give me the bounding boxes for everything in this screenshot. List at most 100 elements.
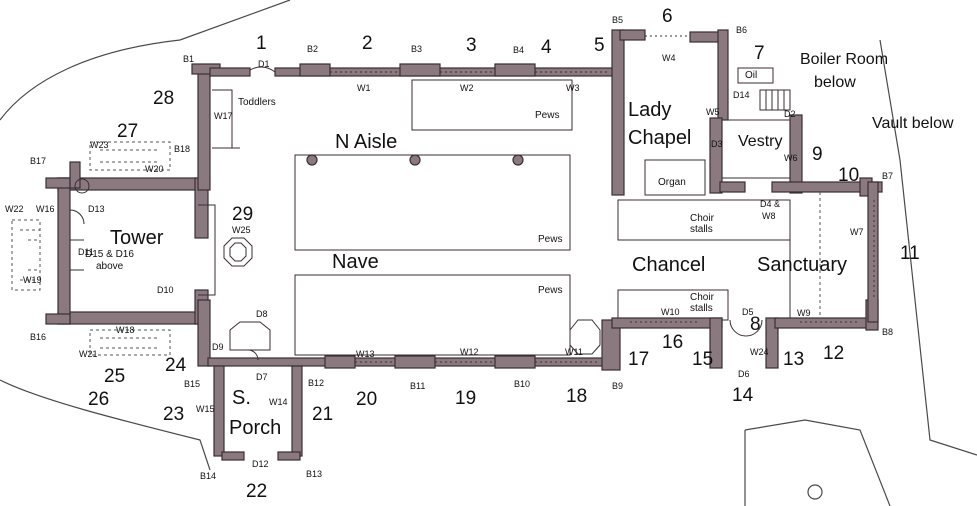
buttress-label: B12 (308, 378, 325, 388)
choir-label-south-2: stalls (690, 303, 713, 314)
manhole-circle (807, 484, 823, 500)
door-label: D8 (256, 309, 268, 319)
buttress-label: B15 (184, 379, 201, 389)
zone-number: 1 (256, 33, 267, 54)
toddlers-label: Toddlers (238, 97, 276, 108)
porch-inner-door (229, 321, 271, 361)
window-label: W6 (784, 153, 798, 163)
zone-number: 6 (662, 6, 673, 27)
buttress-label: B13 (306, 469, 323, 479)
vault-below-label: Vault below (872, 115, 954, 132)
buttress-label: B17 (30, 156, 47, 166)
room-chapel-label: Chapel (628, 127, 692, 149)
porch-walls (213, 365, 303, 461)
zone-number: 11 (900, 243, 920, 264)
window-label: W5 (706, 107, 720, 117)
door-label: D3 (711, 139, 723, 149)
door-label: D9 (212, 342, 224, 352)
window-label: W1 (357, 83, 371, 93)
window-label: W20 (145, 164, 164, 174)
room-tower-label: Tower (110, 227, 164, 249)
window-label: W22 (5, 204, 24, 214)
zone-number: 18 (566, 386, 588, 407)
window-label: W2 (460, 83, 474, 93)
door-d5-swing (729, 319, 763, 337)
window-label: W13 (356, 349, 375, 359)
d4-label-1: D4 & (760, 199, 781, 209)
buttress-label: B7 (882, 171, 894, 181)
pew-block-aisle (294, 154, 571, 251)
window-label: W18 (116, 325, 135, 335)
room-lady-label: Lady (628, 99, 672, 121)
north-wall (191, 63, 616, 191)
window-label: W9 (797, 308, 811, 318)
window-label: W4 (662, 53, 676, 63)
window-label: W11 (565, 347, 583, 357)
door-label: D5 (742, 307, 754, 317)
tower-arch-screen (198, 204, 216, 296)
zone-number: 19 (455, 388, 477, 409)
zone-number: 7 (754, 43, 765, 64)
road-outline (744, 419, 891, 506)
south-wall (197, 299, 621, 371)
room-vestry-label: Vestry (738, 133, 783, 150)
oil-tank (737, 67, 774, 84)
zone-number: 24 (165, 355, 187, 376)
zone-number: 21 (312, 404, 334, 425)
zone-number: 2 (362, 33, 373, 54)
boiler-below-label: below (814, 74, 856, 91)
room-porch-s-label: S. (232, 387, 251, 409)
buttress-label: B4 (513, 45, 525, 55)
window-label: W15 (196, 404, 215, 414)
pillar-1 (306, 154, 318, 166)
pew-block-north (411, 79, 573, 131)
window-label: W7 (850, 227, 864, 237)
choir-label-north-1: Choir (690, 213, 714, 224)
buttress-label: B11 (410, 381, 426, 391)
boiler-stairs (759, 89, 791, 111)
pew-block-nave (294, 274, 571, 356)
zone-number: 13 (783, 349, 805, 370)
window-label: W21 (79, 349, 98, 359)
zone-number: 28 (153, 88, 175, 109)
zone-number: 23 (163, 404, 185, 425)
organ-label: Organ (658, 177, 686, 188)
door-d1-swing (249, 66, 276, 73)
zone-number: 12 (823, 343, 845, 364)
door-label: D11 (78, 247, 94, 257)
window-label: W17 (214, 111, 233, 121)
door-label: D7 (256, 372, 268, 382)
tower-north-vents (89, 141, 171, 171)
font-octagon (223, 237, 253, 267)
door-label: D12 (252, 459, 269, 469)
pews-label-aisle: Pews (538, 234, 563, 245)
d4-label-2: W8 (762, 211, 776, 221)
zone-number: 10 (838, 165, 860, 186)
zone-number: 22 (246, 481, 268, 502)
buttress-label: B6 (736, 25, 748, 35)
window-label: W19 (23, 275, 42, 285)
zone-number: 26 (88, 389, 110, 410)
buttress-label: B2 (307, 44, 319, 54)
zone-number: 3 (466, 35, 477, 56)
zone-number: 9 (812, 144, 823, 165)
tower-stair-turret (74, 178, 90, 194)
zone-number: 8 (750, 314, 761, 335)
choir-label-north-2: stalls (690, 224, 713, 235)
choir-label-south-1: Choir (690, 292, 714, 303)
window-label: W3 (566, 83, 580, 93)
room-sanctuary-label: Sanctuary (757, 254, 848, 276)
zone-number: 25 (104, 366, 126, 387)
buttress-label: B8 (882, 327, 894, 337)
door-label: D6 (738, 369, 750, 379)
zone-number: 27 (117, 121, 139, 142)
pulpit (569, 319, 601, 355)
window-label: W25 (232, 225, 251, 235)
buttress-label: B18 (174, 144, 191, 154)
buttress-label: B5 (612, 15, 624, 25)
buttress-label: B9 (612, 381, 624, 391)
zone-number: 29 (232, 204, 254, 225)
room-nave-label: Nave (332, 251, 379, 273)
zone-number: 14 (732, 385, 754, 406)
